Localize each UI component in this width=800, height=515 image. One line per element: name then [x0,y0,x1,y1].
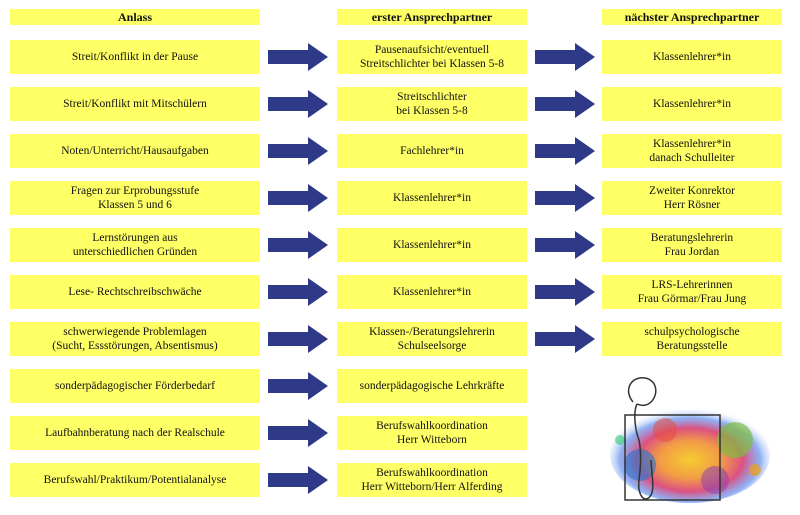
erster-ansprechpartner-box-line: Klassenlehrer*in [393,192,471,204]
right-arrow-icon [535,231,595,259]
right-arrow-icon [268,184,328,212]
naechster-ansprechpartner-box-line: danach Schulleiter [649,152,735,164]
erster-ansprechpartner-box-line: Klassenlehrer*in [393,239,471,251]
naechster-ansprechpartner-box-line: Frau Görmar/Frau Jung [637,293,747,305]
anlass-box-line: Streit/Konflikt in der Pause [71,51,199,63]
right-arrow-icon [268,231,328,259]
right-arrow-icon [268,419,328,447]
erster-ansprechpartner-box: Klassenlehrer*in [337,228,527,262]
anlass-box-line: schwerwiegende Problemlagen [63,326,207,338]
anlass-box: Lernstörungen aus unterschiedlichen Gründ… [10,228,260,262]
naechster-ansprechpartner-box: Klassenlehrer*in [602,40,782,74]
anlass-box-line: Noten/Unterricht/Hausaufgaben [61,145,209,157]
anlass-box-line: Klassen 5 und 6 [98,199,172,211]
erster-ansprechpartner-box-line: Pausenaufsicht/eventuell [374,44,490,56]
header-anlass: Anlass [10,9,260,25]
naechster-ansprechpartner-box: Klassenlehrer*in [602,87,782,121]
naechster-ansprechpartner-box-line: LRS-Lehrerinnen [651,279,733,291]
naechster-ansprechpartner-box-line: schulpsychologische [644,326,740,338]
erster-ansprechpartner-box-line: bei Klassen 5-8 [396,105,468,117]
erster-ansprechpartner-box-line: Fachlehrer*in [400,145,464,157]
erster-ansprechpartner-box-line: Schulseelsorge [397,340,467,352]
naechster-ansprechpartner-box-line: Herr Rösner [663,199,721,211]
right-arrow-icon [535,43,595,71]
anlass-box: Streit/Konflikt mit Mitschülern [10,87,260,121]
anlass-box: Lese- Rechtschreibschwäche [10,275,260,309]
header-erster-ansprechpartner: erster Ansprechpartner [337,9,527,25]
erster-ansprechpartner-box-line: Herr Witteborn/Herr Alferding [361,481,503,493]
naechster-ansprechpartner-box-line: Beratungsstelle [656,340,728,352]
anlass-box-line: Laufbahnberatung nach der Realschule [45,427,225,439]
right-arrow-icon [535,325,595,353]
erster-ansprechpartner-box-line: Streitschlichter [397,91,467,103]
erster-ansprechpartner-box-line: Streitschlichter bei Klassen 5-8 [359,58,505,70]
erster-ansprechpartner-box: Klassenlehrer*in [337,275,527,309]
right-arrow-icon [535,184,595,212]
anlass-box: Noten/Unterricht/Hausaufgaben [10,134,260,168]
naechster-ansprechpartner-box-line: Klassenlehrer*in [653,138,731,150]
anlass-box-line: Lernstörungen aus [92,232,178,244]
anlass-box: Streit/Konflikt in der Pause [10,40,260,74]
erster-ansprechpartner-box: sonderpädagogische Lehrkräfte [337,369,527,403]
erster-ansprechpartner-box: Klassenlehrer*in [337,181,527,215]
header-naechster-ansprechpartner: nächster Ansprechpartner [602,9,782,25]
anlass-box-line: unterschiedlichen Gründen [72,246,198,258]
right-arrow-icon [535,137,595,165]
erster-ansprechpartner-box-line: Berufswahlkoordination [376,467,488,479]
anlass-box-line: (Sucht, Essstörungen, Absentismus) [52,340,218,352]
right-arrow-icon [268,137,328,165]
right-arrow-icon [268,372,328,400]
right-arrow-icon [535,278,595,306]
erster-ansprechpartner-box: Streitschlichter bei Klassen 5-8 [337,87,527,121]
anlass-box-line: Berufswahl/Praktikum/Potentialanalyse [43,474,227,486]
anlass-box-line: sonderpädagogischer Förderbedarf [55,380,215,392]
naechster-ansprechpartner-box-line: Beratungslehrerin [650,232,734,244]
erster-ansprechpartner-box: Fachlehrer*in [337,134,527,168]
right-arrow-icon [268,466,328,494]
erster-ansprechpartner-box-line: Berufswahlkoordination [376,420,488,432]
right-arrow-icon [268,278,328,306]
naechster-ansprechpartner-box-line: Klassenlehrer*in [653,98,731,110]
erster-ansprechpartner-box-line: Klassenlehrer*in [393,286,471,298]
right-arrow-icon [268,325,328,353]
anlass-box: schwerwiegende Problemlagen (Sucht, Essst… [10,322,260,356]
right-arrow-icon [268,90,328,118]
naechster-ansprechpartner-box-line: Frau Jordan [664,246,720,258]
naechster-ansprechpartner-box: Klassenlehrer*in danach Schulleiter [602,134,782,168]
naechster-ansprechpartner-box-line: Zweiter Konrektor [649,185,735,197]
anlass-box-line: Fragen zur Erprobungsstufe [70,185,200,197]
anlass-box: Laufbahnberatung nach der Realschule [10,416,260,450]
anlass-box: sonderpädagogischer Förderbedarf [10,369,260,403]
right-arrow-icon [535,90,595,118]
anlass-box: Berufswahl/Praktikum/Potentialanalyse [10,463,260,497]
naechster-ansprechpartner-box-line: Klassenlehrer*in [653,51,731,63]
school-logo [610,377,770,503]
erster-ansprechpartner-box-line: Herr Witteborn [397,434,467,446]
anlass-box-line: Streit/Konflikt mit Mitschülern [63,98,207,110]
right-arrow-icon [268,43,328,71]
erster-ansprechpartner-box-line: sonderpädagogische Lehrkräfte [359,380,505,392]
anlass-box-line: Lese- Rechtschreibschwäche [68,286,202,298]
erster-ansprechpartner-box-line: Klassen-/Beratungslehrerin [369,326,495,338]
